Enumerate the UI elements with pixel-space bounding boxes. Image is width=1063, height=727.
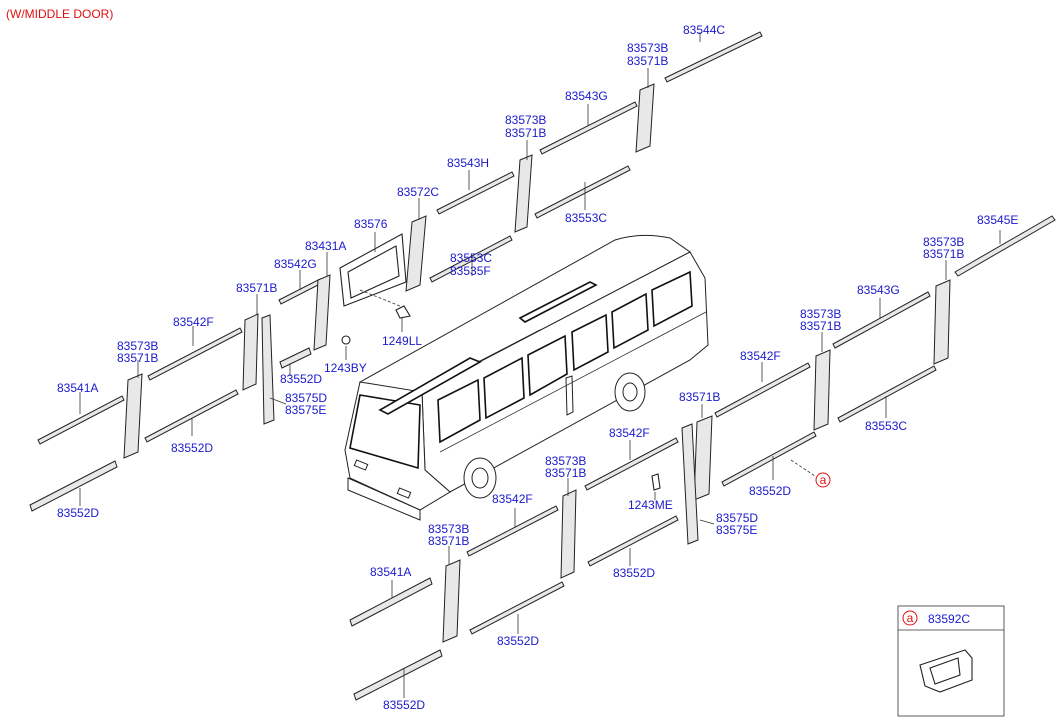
part-number-label: 83571B <box>505 126 546 140</box>
part-number-label: 83552D <box>497 634 539 648</box>
right-side-parts <box>681 215 1056 545</box>
part-number-label: 83572C <box>397 185 439 199</box>
part-number-label: 83543G <box>565 89 608 103</box>
part-number-label: 83542F <box>740 349 781 363</box>
part-number-label: 83571B <box>627 54 668 68</box>
part-number-label: 83575D <box>716 511 758 525</box>
part-number-label: 83541A <box>57 381 98 395</box>
callout-letter: a <box>820 473 827 487</box>
part-number-label: 83541A <box>370 565 411 579</box>
part-number-label: 83552D <box>57 506 99 520</box>
part-number-label: 83553C <box>565 211 607 225</box>
part-number-label: 83542F <box>173 315 214 329</box>
part-number-label: 1243ME <box>628 498 673 512</box>
part-number-label: 83535F <box>450 264 491 278</box>
part-number-label: 83573B <box>428 522 469 536</box>
part-number-label: 83553C <box>865 419 907 433</box>
part-number-label: 83552D <box>171 441 213 455</box>
upper-left-parts <box>29 31 763 512</box>
part-number-label: 83552D <box>280 372 322 386</box>
part-number-label: 83575E <box>285 403 326 417</box>
lower-center-parts <box>349 437 679 701</box>
part-number-label: 83545E <box>977 213 1018 227</box>
callout-a: a <box>815 472 831 488</box>
part-number-label: 83571B <box>236 281 277 295</box>
part-number-label: 83553C <box>450 251 492 265</box>
part-number-label: 83542F <box>492 492 533 506</box>
part-number-label: 83573B <box>505 113 546 127</box>
part-number-label: 83575E <box>716 523 757 537</box>
part-number-label: 83542G <box>274 257 317 271</box>
part-number-label: 83575D <box>285 391 327 405</box>
part-number-label: 83431A <box>305 239 346 253</box>
part-number-label: 83571B <box>800 319 841 333</box>
bus-illustration <box>344 234 709 521</box>
part-number-label: 83544C <box>683 23 725 37</box>
part-number-label: 83552D <box>613 566 655 580</box>
part-number-label: 83543H <box>447 156 489 170</box>
diagram-title: (W/MIDDLE DOOR) <box>6 7 113 21</box>
part-number-label: 83573B <box>800 307 841 321</box>
part-labels: 83544C83573B83571B83543G83573B83571B8354… <box>57 23 1018 712</box>
part-number-label: 83552D <box>383 698 425 712</box>
part-number-label: 83576 <box>354 217 388 231</box>
inset-part-label: 83592C <box>928 612 970 626</box>
part-number-label: 83573B <box>923 235 964 249</box>
part-number-label: 83571B <box>117 351 158 365</box>
part-number-label: 1243BY <box>324 361 367 375</box>
part-number-label: 83571B <box>545 466 586 480</box>
part-number-label: 83542F <box>609 426 650 440</box>
part-number-label: 1249LL <box>382 334 422 348</box>
part-number-label: 83573B <box>117 339 158 353</box>
part-number-label: 83552D <box>749 484 791 498</box>
inset-box: a 83592C <box>897 605 1005 717</box>
part-number-label: 83571B <box>923 247 964 261</box>
part-number-label: 83571B <box>679 390 720 404</box>
inset-symbol: a <box>907 611 914 625</box>
part-number-label: 83571B <box>428 534 469 548</box>
part-number-label: 83573B <box>545 454 586 468</box>
part-number-label: 83573B <box>627 41 668 55</box>
part-number-label: 83543G <box>857 283 900 297</box>
